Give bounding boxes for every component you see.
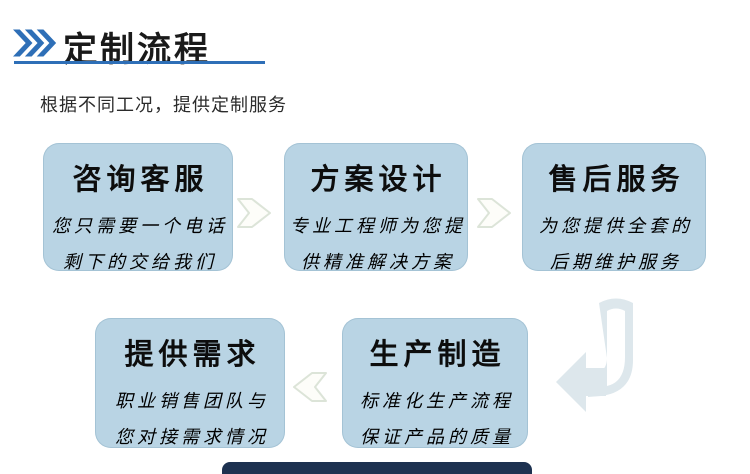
step-title: 方案设计 bbox=[310, 164, 447, 196]
step-description: 职业销售团队与 您对接需求情况 bbox=[115, 391, 269, 447]
next-section-bar bbox=[222, 462, 532, 474]
step-description: 为您提供全套的 后期维护服务 bbox=[539, 216, 693, 272]
block-arrow-right-icon bbox=[237, 198, 271, 228]
step-title: 生产制造 bbox=[369, 339, 506, 371]
step-title: 咨询客服 bbox=[72, 164, 209, 196]
flow-step-aftersale: 售后服务 为您提供全套的 后期维护服务 bbox=[522, 143, 706, 272]
triple-chevron-right-icon bbox=[13, 29, 57, 57]
curve-down-left-arrow-icon bbox=[556, 298, 633, 412]
step-title: 提供需求 bbox=[124, 339, 261, 371]
step-description: 标准化生产流程 保证产品的质量 bbox=[360, 391, 514, 447]
block-arrow-right-icon bbox=[477, 198, 511, 228]
step-description: 您只需要一个电话 剩下的交给我们 bbox=[52, 216, 228, 272]
block-arrow-left-icon bbox=[293, 372, 327, 402]
flow-step-consult: 咨询客服 您只需要一个电话 剩下的交给我们 bbox=[43, 143, 233, 272]
section-subtitle: 根据不同工况，提供定制服务 bbox=[40, 95, 287, 115]
step-description: 专业工程师为您提 供精准解决方案 bbox=[290, 216, 466, 272]
flow-step-requirement: 提供需求 职业销售团队与 您对接需求情况 bbox=[95, 318, 285, 448]
step-title: 售后服务 bbox=[548, 164, 685, 196]
flow-step-production: 生产制造 标准化生产流程 保证产品的质量 bbox=[342, 318, 528, 448]
flow-step-design: 方案设计 专业工程师为您提 供精准解决方案 bbox=[284, 143, 468, 272]
title-underline bbox=[14, 61, 265, 64]
